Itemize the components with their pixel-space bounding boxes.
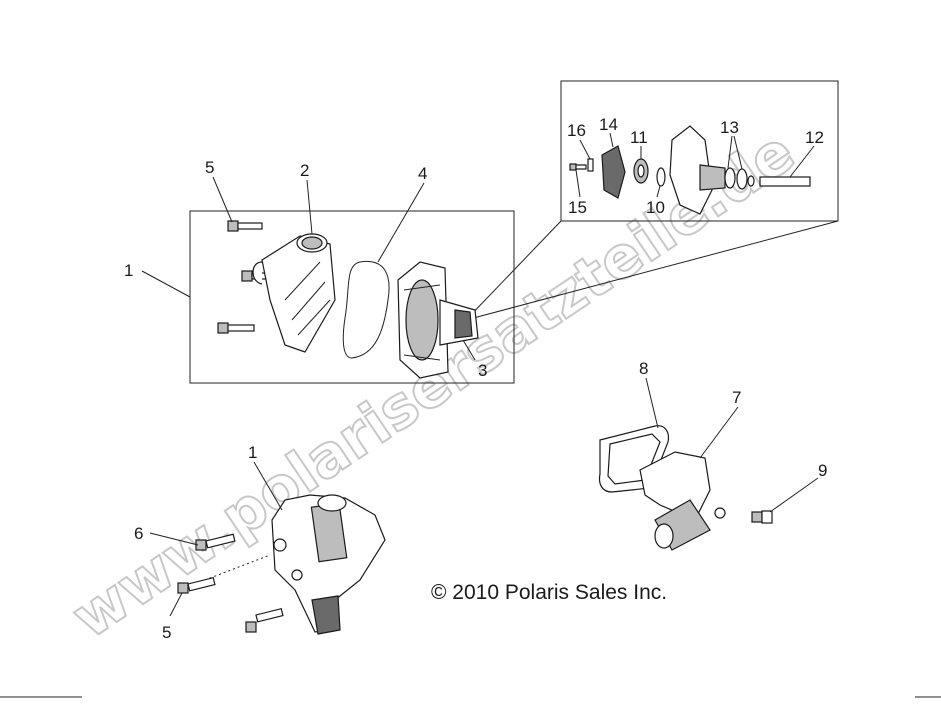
callout-14: 14 xyxy=(599,115,618,134)
pump-gasket xyxy=(342,260,390,359)
callout-5-bottom: 5 xyxy=(162,623,171,642)
bolt-alignment-dash xyxy=(204,554,271,581)
callout-2: 2 xyxy=(300,161,309,180)
inset-connector-line-a xyxy=(465,220,562,321)
water-pump-cover xyxy=(252,233,336,353)
leader-c7 xyxy=(699,406,739,459)
leader-c4 xyxy=(377,182,425,263)
callout-15: 15 xyxy=(568,198,587,217)
leader-c15 xyxy=(575,169,581,198)
leader-c5-top xyxy=(212,176,233,223)
leader-c2 xyxy=(306,179,313,235)
leader-c8 xyxy=(645,377,659,429)
leader-c10 xyxy=(656,185,661,198)
bolt-9 xyxy=(751,510,773,524)
bolt-bottom-5a xyxy=(177,576,216,594)
callout-7: 7 xyxy=(732,388,741,407)
callout-6: 6 xyxy=(134,524,143,543)
inset-washer-16 xyxy=(587,158,594,172)
bolt-top-3 xyxy=(217,322,255,334)
leader-c6 xyxy=(149,532,199,546)
callout-13: 13 xyxy=(720,118,739,137)
water-pump-housing-assembled xyxy=(271,494,386,635)
callout-5-top: 5 xyxy=(205,158,214,177)
callout-9: 9 xyxy=(818,461,827,480)
inset-screw-15 xyxy=(569,163,587,171)
leader-c14 xyxy=(609,132,614,148)
inset-ring-10 xyxy=(656,167,666,187)
callout-16: 16 xyxy=(567,121,586,140)
leader-c1-bottom xyxy=(253,461,283,511)
callout-11: 11 xyxy=(630,128,648,147)
bolt-bottom-5b xyxy=(245,607,284,633)
inset-connector-line-b xyxy=(465,220,839,321)
inset-orings-13 xyxy=(724,167,748,190)
leader-c12 xyxy=(789,145,815,178)
callout-1-top: 1 xyxy=(124,261,133,280)
pump-internals-inset-frame xyxy=(560,80,839,222)
copyright-notice: © 2010 Polaris Sales Inc. xyxy=(431,581,667,604)
leader-c16 xyxy=(579,139,591,160)
leader-c9 xyxy=(769,477,819,513)
leader-c1-top xyxy=(141,270,191,298)
bolt-top-1 xyxy=(227,220,263,232)
leader-c5-bottom xyxy=(169,592,183,617)
thermostat-housing xyxy=(639,451,726,551)
inset-impeller-14 xyxy=(601,145,626,199)
inset-housing-plate xyxy=(669,125,726,215)
leader-c3 xyxy=(462,339,476,361)
inset-seal-11 xyxy=(633,158,649,184)
bolt-6 xyxy=(195,533,236,551)
callout-10: 10 xyxy=(646,198,665,217)
callout-1-bottom: 1 xyxy=(248,443,257,462)
callout-3: 3 xyxy=(478,361,487,380)
inset-shaft-12 xyxy=(747,175,811,187)
callout-12: 12 xyxy=(805,128,824,147)
callout-8: 8 xyxy=(639,359,648,378)
water-pump-body xyxy=(397,261,479,379)
leader-c13b xyxy=(733,135,743,170)
callout-4: 4 xyxy=(418,164,427,183)
leader-c13a xyxy=(727,135,733,169)
